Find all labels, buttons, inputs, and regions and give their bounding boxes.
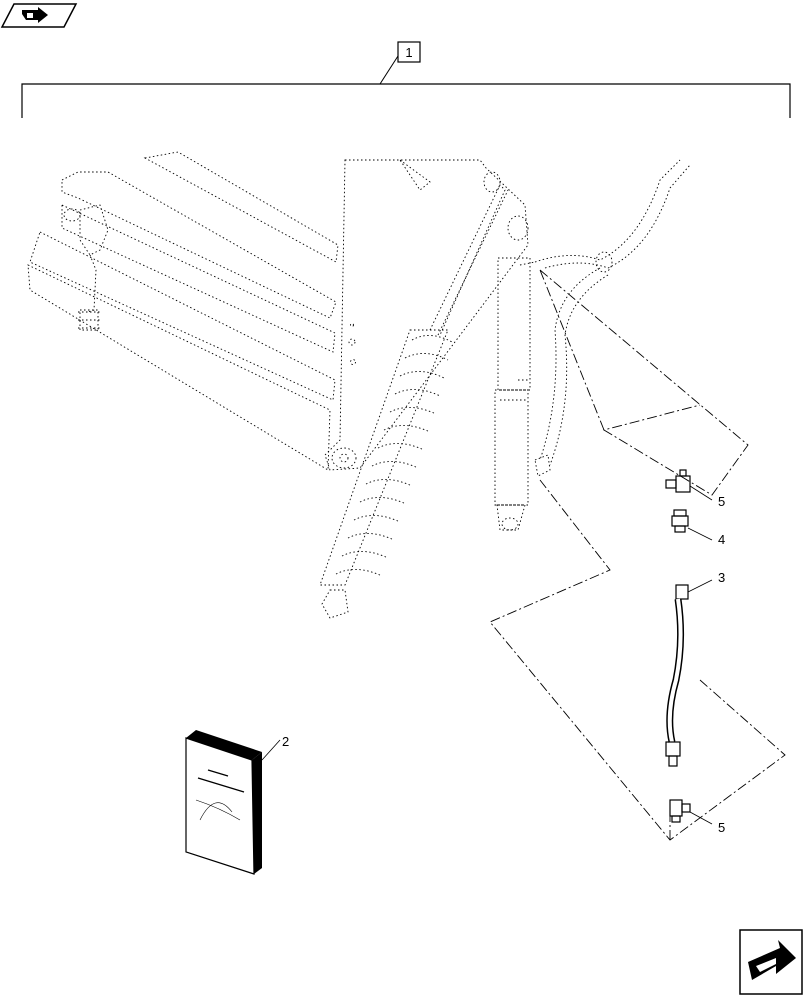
callout-label-manual: 2: [282, 734, 289, 749]
callout-label-adapter: 4: [718, 532, 725, 547]
callout-label-hose: 3: [718, 570, 725, 585]
mounting-bracket-ghost: [63, 204, 109, 331]
hose-assembly: 3: [665, 570, 725, 767]
spring-absorber-ghost: [319, 171, 509, 619]
hydraulic-cylinder-ghost: [494, 215, 536, 531]
adapter-fitting: 4: [671, 509, 725, 547]
tee-fitting-lower: 5: [669, 799, 725, 835]
tee-fitting-upper: 5: [665, 469, 725, 509]
hydraulic-hose-ghost: [534, 159, 691, 477]
next-page-icon[interactable]: [739, 929, 803, 995]
install-plane-lower: [489, 479, 786, 841]
previous-page-icon[interactable]: [0, 3, 78, 28]
assembly-bracket: 1: [21, 41, 791, 118]
callout-label-tee-upper: 5: [718, 494, 725, 509]
assembly-callout: 1: [405, 45, 412, 60]
instruction-manual: 2: [185, 730, 289, 875]
install-plane-upper: [539, 269, 749, 496]
callout-label-tee-lower: 5: [718, 820, 725, 835]
loader-frame-ghost: [27, 151, 529, 471]
